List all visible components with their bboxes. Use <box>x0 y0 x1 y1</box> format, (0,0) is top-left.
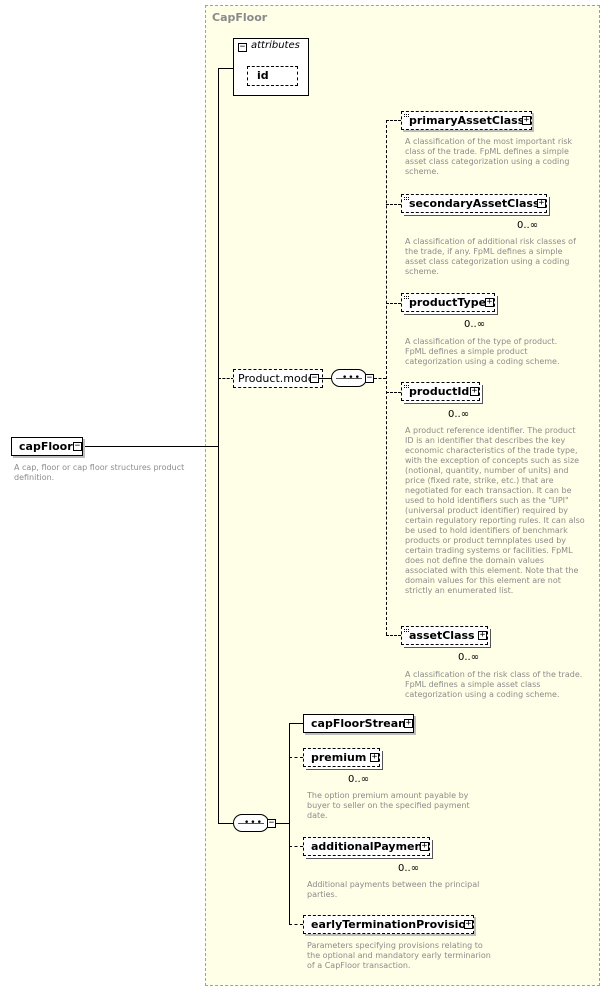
group-label: Product.model <box>238 372 318 385</box>
branch <box>289 846 303 847</box>
seq-dots: ••• <box>342 373 361 383</box>
branch <box>386 303 401 304</box>
occurrence: 0..∞ <box>348 774 370 785</box>
minus-box-icon[interactable]: − <box>267 818 276 828</box>
mark <box>404 199 409 201</box>
root-connector <box>84 446 218 447</box>
root-element-capfloor[interactable]: capFloor − <box>11 437 83 456</box>
branch <box>289 924 303 925</box>
element-product-id[interactable]: productId + <box>401 382 480 401</box>
occurrence: 0..∞ <box>398 863 420 874</box>
attr-connector <box>218 68 233 69</box>
occurrence: 0..∞ <box>448 409 470 420</box>
mark <box>404 296 409 298</box>
branch <box>386 204 401 205</box>
element-early-termination-provision[interactable]: earlyTerminationProvision + <box>303 915 474 934</box>
seq-line <box>336 378 362 379</box>
mark <box>404 116 409 118</box>
plus-box-icon[interactable]: + <box>537 198 546 208</box>
element-doc: Parameters specifying provisions relatin… <box>307 941 491 970</box>
element-doc: A classification of the most important r… <box>405 137 573 176</box>
element-label: primaryAssetClass <box>409 114 525 127</box>
plus-box-icon[interactable]: + <box>478 630 487 640</box>
occurrence: 0..∞ <box>464 319 486 330</box>
occurrence: 0..∞ <box>517 220 539 231</box>
product-spine <box>386 120 387 635</box>
main-seq-spine <box>289 723 290 925</box>
seq-line <box>238 823 264 824</box>
element-label: earlyTerminationProvision <box>311 918 474 931</box>
element-label: productType <box>409 296 487 309</box>
attributes-label: attributes <box>251 40 300 51</box>
mark <box>404 629 409 631</box>
plus-box-icon[interactable]: + <box>370 752 379 762</box>
minus-box-icon[interactable]: − <box>365 373 374 383</box>
plus-box-icon[interactable]: + <box>464 919 473 929</box>
element-cap-floor-stream[interactable]: capFloorStream + <box>303 714 414 733</box>
seq-connector <box>218 823 233 824</box>
minus-box-icon[interactable]: − <box>238 42 247 52</box>
seq-out-line <box>276 823 289 824</box>
sequence-compositor-icon[interactable]: ••• <box>331 369 367 387</box>
mark <box>404 631 409 633</box>
branch <box>386 635 401 636</box>
plus-box-icon[interactable]: + <box>485 297 494 307</box>
seq-dots: ••• <box>244 818 263 828</box>
mark <box>404 385 409 387</box>
main-spine <box>218 68 219 823</box>
element-primary-asset-class[interactable]: primaryAssetClass + <box>401 111 532 130</box>
element-additional-payment[interactable]: additionalPayment + <box>303 837 430 856</box>
element-doc: Additional payments between the principa… <box>307 880 480 899</box>
attribute-id-label: id <box>257 69 269 82</box>
minus-box-icon[interactable]: − <box>73 441 82 451</box>
branch <box>386 392 401 393</box>
mark <box>404 114 409 116</box>
branch <box>386 120 401 121</box>
element-doc: A product reference identifier. The prod… <box>405 426 585 595</box>
element-doc: A classification of the risk class of th… <box>405 670 583 699</box>
mark <box>404 197 409 199</box>
group-connector <box>218 378 234 379</box>
attribute-id[interactable]: id <box>247 66 298 86</box>
element-label: assetClass <box>409 629 475 642</box>
plus-box-icon[interactable]: + <box>420 841 429 851</box>
element-doc: A classification of additional risk clas… <box>405 237 576 276</box>
mark <box>404 298 409 300</box>
element-label: capFloorStream <box>311 717 410 730</box>
element-label: productId <box>409 385 470 398</box>
root-element-label: capFloor <box>19 440 73 453</box>
seq-out-line <box>374 378 386 379</box>
plus-box-icon[interactable]: + <box>404 718 413 728</box>
minus-box-icon[interactable]: − <box>310 373 319 383</box>
element-asset-class[interactable]: assetClass + <box>401 626 488 645</box>
element-label: secondaryAssetClass <box>409 197 540 210</box>
root-doc: A cap, floor or cap floor structures pro… <box>14 463 185 482</box>
element-doc: A classification of the type of product.… <box>405 337 560 366</box>
element-doc: The option premium amount payable by buy… <box>307 791 470 820</box>
type-title: CapFloor <box>212 11 268 24</box>
element-product-type[interactable]: productType + <box>401 293 495 312</box>
element-label: premium <box>311 751 367 764</box>
plus-box-icon[interactable]: + <box>522 115 531 125</box>
branch <box>289 723 303 724</box>
group-product-model[interactable]: Product.model <box>233 369 323 388</box>
element-secondary-asset-class[interactable]: secondaryAssetClass + <box>401 194 547 213</box>
element-label: additionalPayment <box>311 840 428 853</box>
group-to-seq-line <box>319 378 332 379</box>
plus-box-icon[interactable]: + <box>470 386 479 396</box>
occurrence: 0..∞ <box>458 652 480 663</box>
mark <box>404 387 409 389</box>
sequence-compositor-icon[interactable]: ••• <box>233 814 269 832</box>
branch <box>289 757 303 758</box>
element-premium[interactable]: premium + <box>303 748 380 767</box>
